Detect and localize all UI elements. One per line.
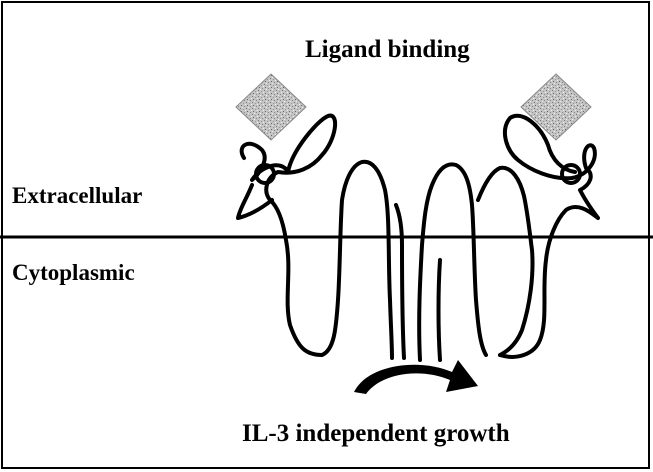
ligand-right — [521, 74, 591, 140]
receptor-left-inner — [396, 205, 404, 358]
signal-arrow-icon — [354, 360, 478, 394]
receptor-right-inner-2 — [439, 260, 441, 360]
ligand-left — [236, 74, 306, 140]
receptor-right-inner — [419, 164, 486, 360]
receptor-right-upper-arm — [478, 168, 533, 355]
extracellular-label: Extracellular — [12, 183, 142, 209]
ligand-binding-label: Ligand binding — [305, 36, 470, 64]
cytoplasmic-label: Cytoplasmic — [12, 260, 135, 286]
binding-knot-right — [562, 165, 580, 183]
il3-growth-label: IL-3 independent growth — [242, 420, 510, 448]
